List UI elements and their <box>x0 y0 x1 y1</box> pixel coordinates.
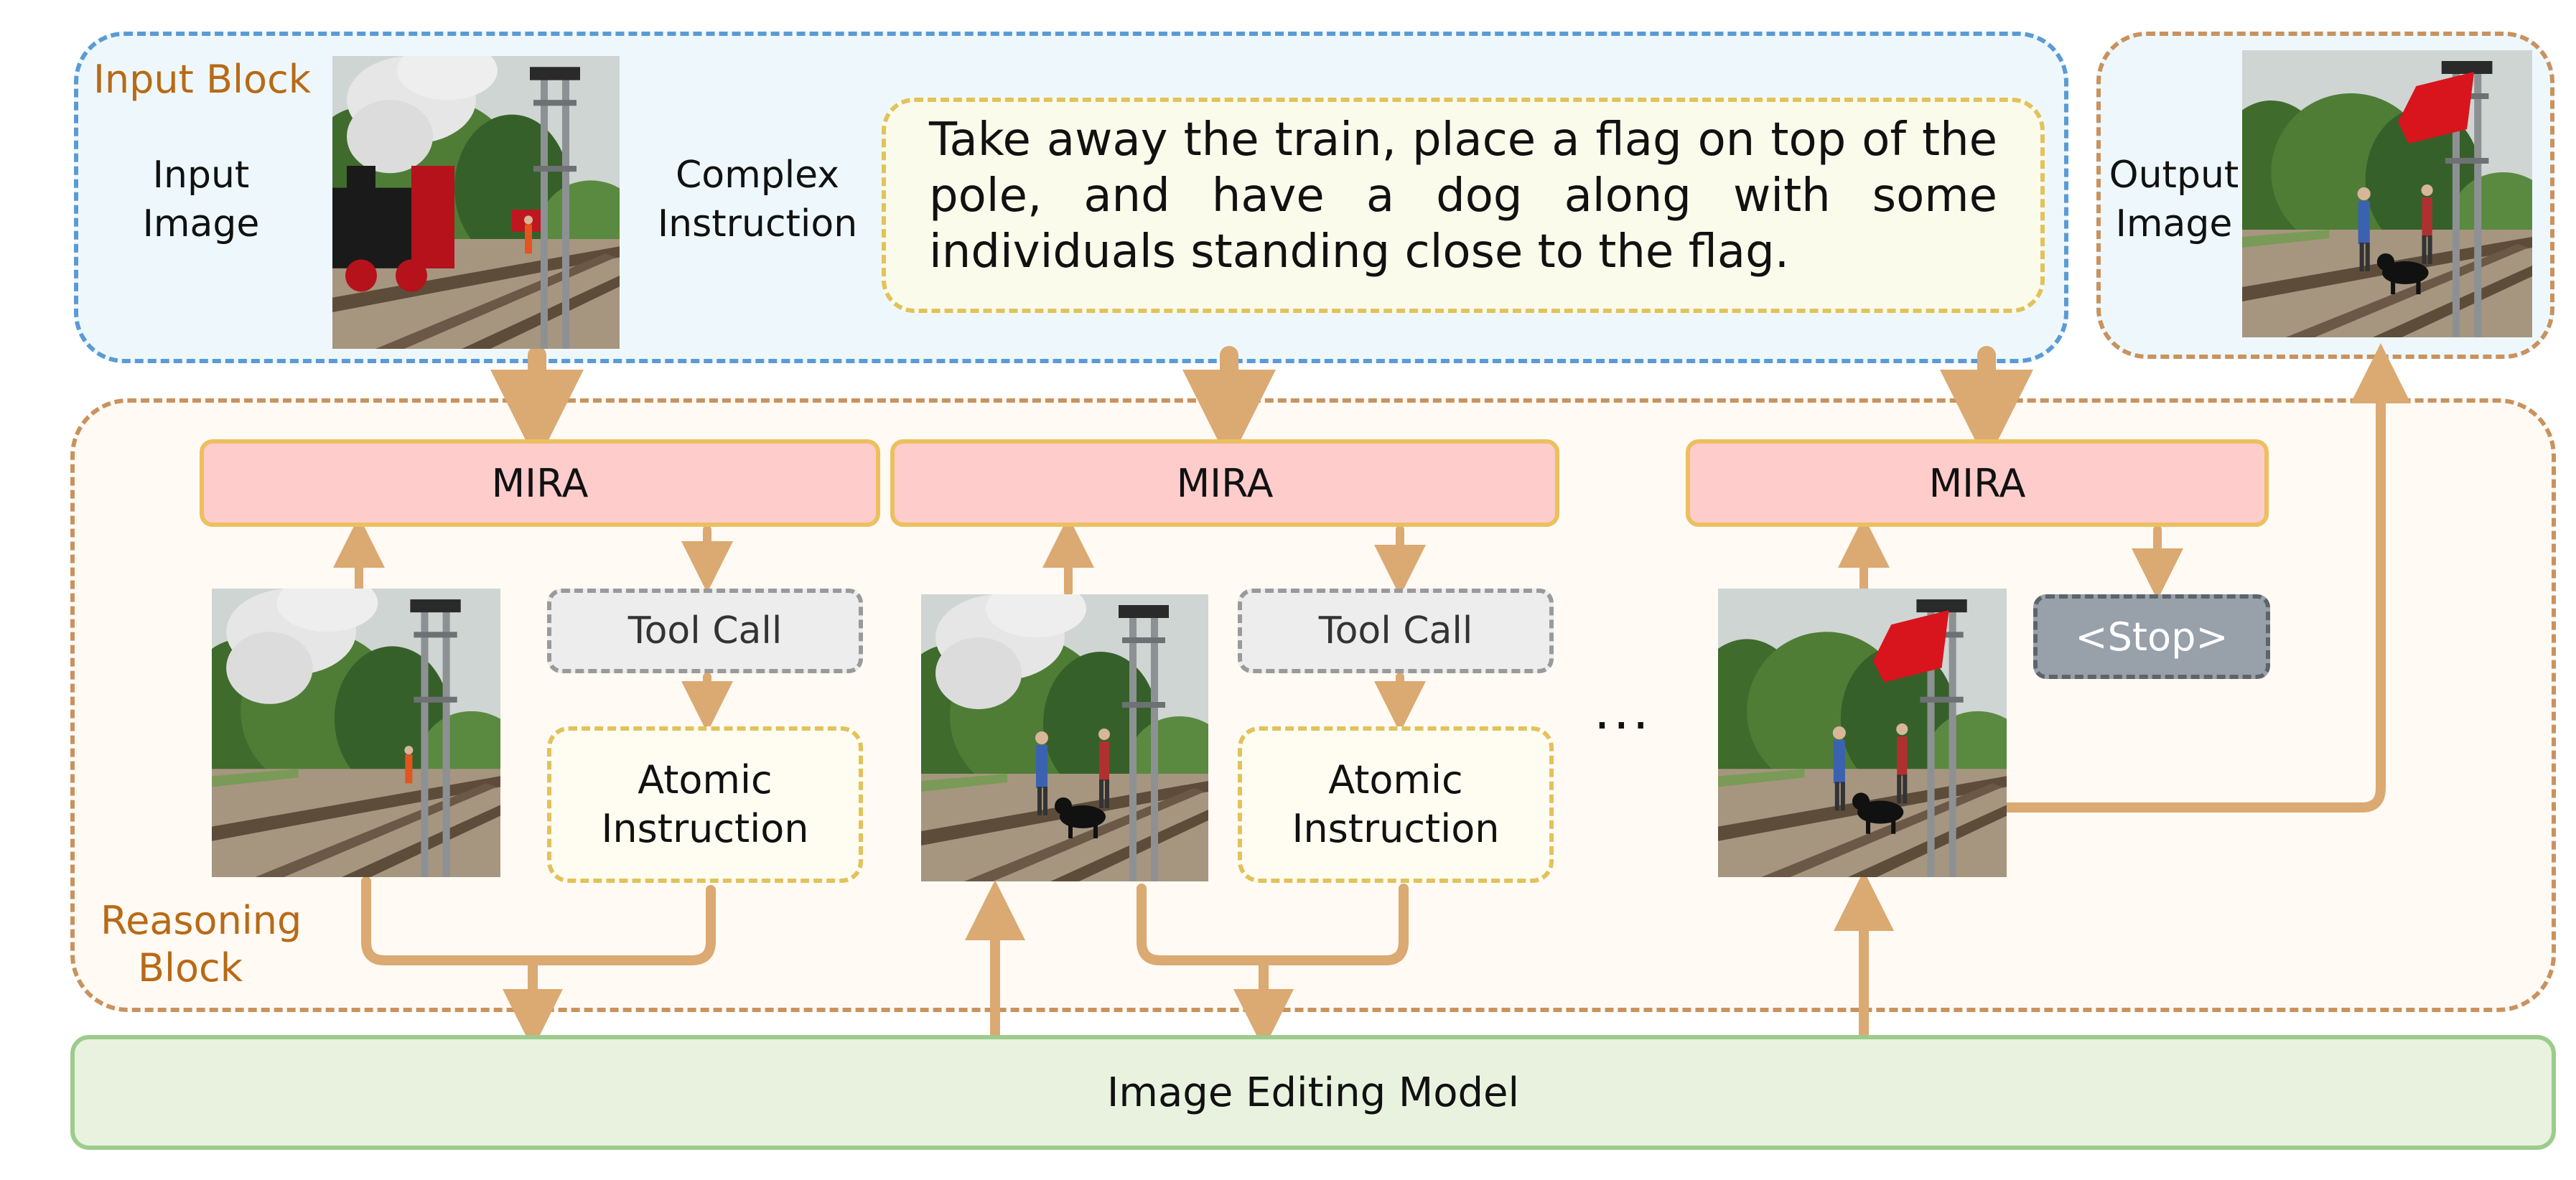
input-image <box>332 56 620 349</box>
arrow-final-to-output <box>2002 343 2411 813</box>
image-editing-model: Image Editing Model <box>70 1035 2556 1150</box>
reasoning-block-label: Reasoning Block <box>101 898 302 991</box>
step1-image <box>212 589 500 877</box>
merge-step2-to-model <box>1137 884 1409 965</box>
step2-image <box>921 594 1208 881</box>
merge-step1-to-model <box>361 876 716 965</box>
tool-call-box-1: Tool Call <box>547 589 863 673</box>
mira-box-3: MIRA <box>1686 439 2269 527</box>
atomic-instruction-box-2: Atomic Instruction <box>1238 726 1554 883</box>
complex-instruction-text: Take away the train, place a flag on top… <box>882 98 2045 313</box>
complex-instruction-label: Complex Instruction <box>657 154 858 245</box>
output-image <box>2242 50 2532 337</box>
ellipsis: ... <box>1594 680 1652 741</box>
input-image-label: Input Image <box>142 154 260 245</box>
tool-call-box-2: Tool Call <box>1238 589 1554 673</box>
stop-box: <Stop> <box>2033 594 2270 679</box>
mira-box-2: MIRA <box>890 439 1559 527</box>
step3-image <box>1718 589 2007 877</box>
output-image-label: Output Image <box>2109 154 2239 245</box>
mira-box-1: MIRA <box>200 439 880 527</box>
atomic-instruction-box-1: Atomic Instruction <box>547 726 863 883</box>
input-block-title: Input Block <box>93 57 312 102</box>
